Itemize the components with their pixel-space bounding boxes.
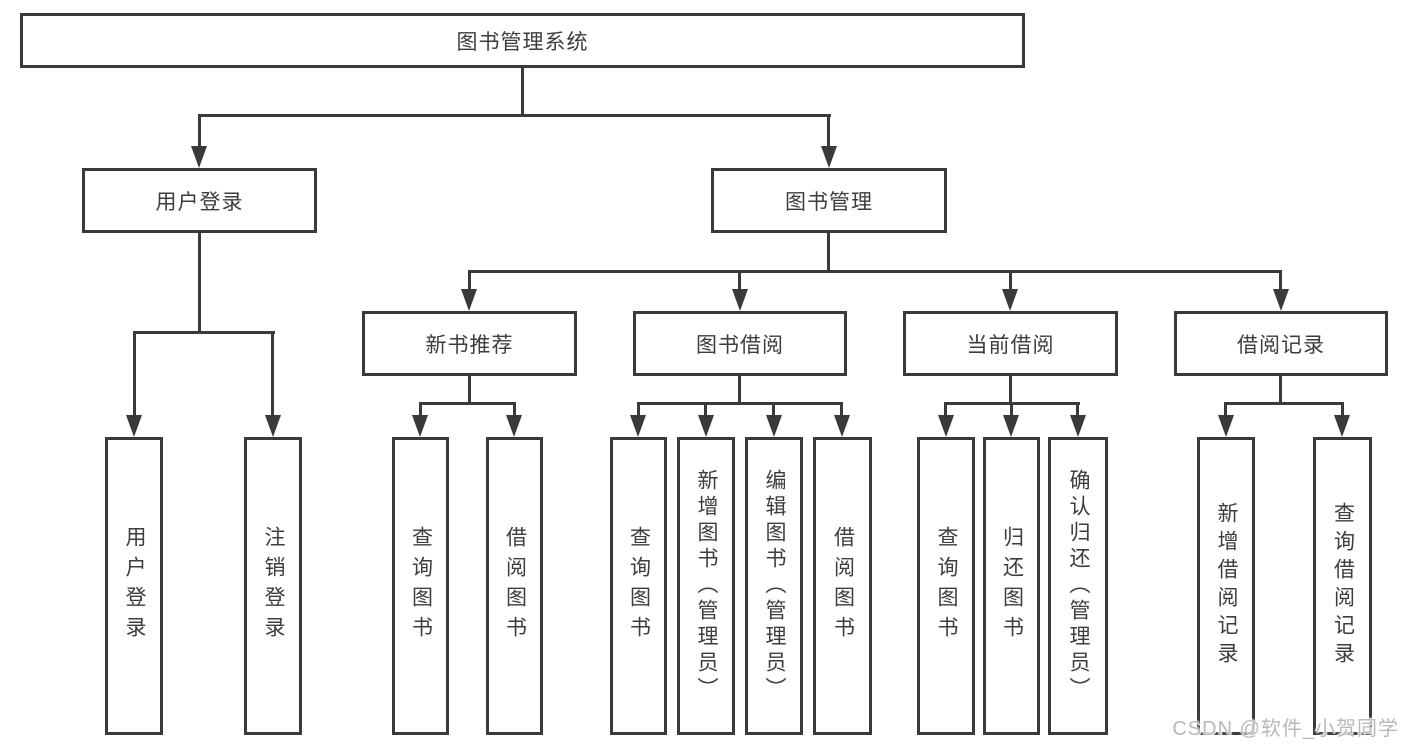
arrow-down-icon [461, 289, 477, 311]
connector-line [772, 402, 775, 417]
connector-line [1009, 376, 1012, 404]
leaf-user-login: 用户登录 [105, 437, 163, 735]
connector-line [271, 331, 274, 417]
watermark: CSDN @软件_小贺同学 [1172, 718, 1399, 740]
connector-line [468, 270, 1282, 273]
connector-line [1224, 402, 1227, 417]
leaf-edit-book-admin: 编辑图书（管理员） [745, 437, 803, 735]
connector-line [419, 402, 516, 405]
node-new-book-recommend: 新书推荐 [362, 311, 577, 376]
arrow-down-icon [834, 415, 850, 437]
connector-line [738, 270, 741, 291]
connector-line [468, 376, 471, 404]
arrow-down-icon [698, 415, 714, 437]
connector-line [521, 68, 524, 117]
connector-line [738, 376, 741, 404]
leaf-return-book: 归还图书 [983, 437, 1040, 735]
arrow-down-icon [1273, 289, 1289, 311]
node-root: 图书管理系统 [20, 13, 1025, 68]
arrow-down-icon [766, 415, 782, 437]
leaf-add-borrow-record: 新增借阅记录 [1197, 437, 1255, 735]
connector-line [1076, 402, 1079, 417]
arrow-down-icon [506, 415, 522, 437]
connector-line [1279, 376, 1282, 404]
connector-line [840, 402, 843, 417]
connector-line [1009, 270, 1012, 291]
leaf-borrow-book-recommend: 借阅图书 [486, 437, 543, 735]
leaf-logout-login: 注销登录 [244, 437, 302, 735]
arrow-down-icon [191, 146, 207, 168]
leaf-borrow-book: 借阅图书 [813, 437, 872, 735]
leaf-query-borrow-record: 查询借阅记录 [1313, 437, 1372, 735]
arrow-down-icon [1003, 415, 1019, 437]
leaf-query-book-current: 查询图书 [917, 437, 975, 735]
node-book-management: 图书管理 [711, 168, 947, 233]
connector-line [468, 270, 471, 291]
connector-line [944, 402, 947, 417]
connector-line [1341, 402, 1344, 417]
arrow-down-icon [412, 415, 428, 437]
connector-line [198, 114, 831, 117]
connector-line [1279, 270, 1282, 291]
node-borrow-record: 借阅记录 [1174, 311, 1388, 376]
connector-line [198, 233, 201, 333]
node-book-borrow: 图书借阅 [633, 311, 847, 376]
node-user-login: 用户登录 [82, 168, 317, 233]
connector-line [637, 402, 640, 417]
arrow-down-icon [265, 415, 281, 437]
arrow-down-icon [732, 289, 748, 311]
leaf-query-book-recommend: 查询图书 [392, 437, 449, 735]
connector-line [1010, 402, 1013, 417]
connector-line [704, 402, 707, 417]
connector-line [1224, 402, 1343, 405]
leaf-query-book-borrow: 查询图书 [610, 437, 667, 735]
leaf-confirm-return-admin: 确认归还（管理员） [1048, 437, 1108, 735]
arrow-down-icon [1070, 415, 1086, 437]
connector-line [827, 233, 830, 272]
arrow-down-icon [1002, 289, 1018, 311]
connector-line [827, 114, 830, 148]
arrow-down-icon [1218, 415, 1234, 437]
leaf-add-book-admin: 新增图书（管理员） [677, 437, 735, 735]
connector-line [513, 402, 516, 417]
arrow-down-icon [630, 415, 646, 437]
connector-line [198, 114, 201, 148]
connector-line [637, 402, 843, 405]
arrow-down-icon [821, 146, 837, 168]
arrow-down-icon [938, 415, 954, 437]
connector-line [419, 402, 422, 417]
node-current-borrow: 当前借阅 [903, 311, 1118, 376]
connector-line [133, 331, 136, 417]
connector-line [133, 331, 275, 334]
arrow-down-icon [126, 415, 142, 437]
arrow-down-icon [1334, 415, 1350, 437]
